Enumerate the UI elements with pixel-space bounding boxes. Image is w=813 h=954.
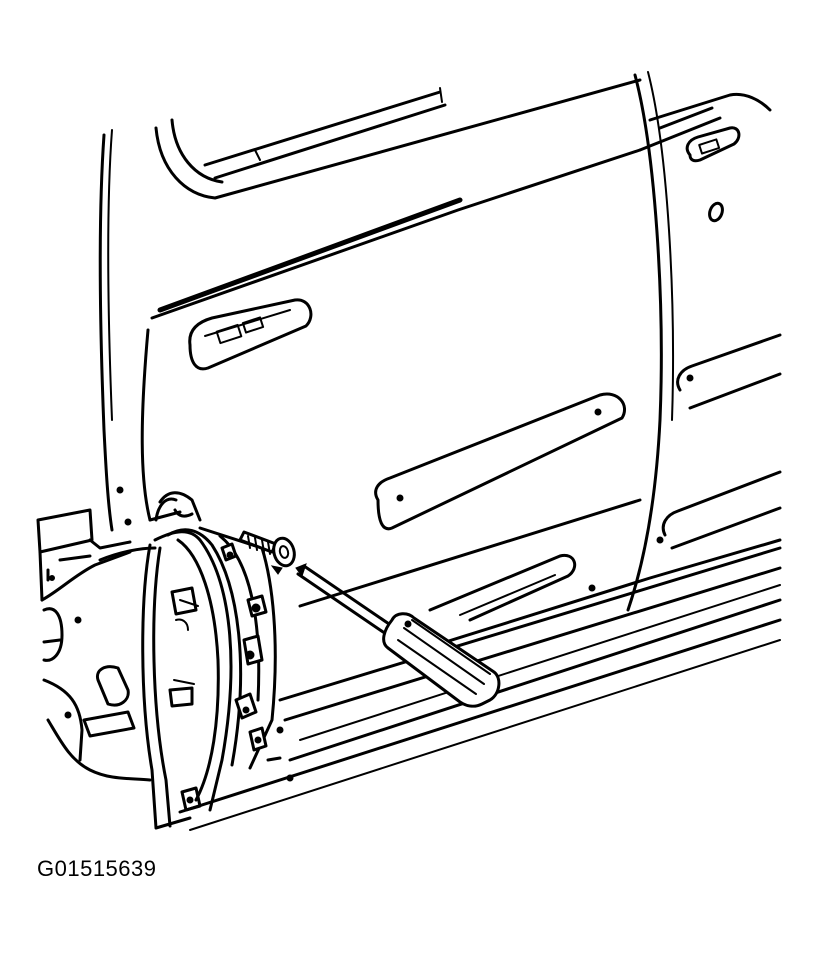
rear-door <box>116 87 626 622</box>
door-handle-cup <box>188 298 313 371</box>
screwdriver-handle <box>382 612 501 708</box>
quarter-panel <box>656 126 782 550</box>
liner-clip-4 <box>234 692 258 720</box>
wheelhouse-liner <box>141 491 294 830</box>
screwdriver <box>295 563 501 708</box>
liner-clip-3 <box>242 634 264 666</box>
figure-code: G01515639 <box>37 856 157 881</box>
door-lock-slot <box>215 323 243 345</box>
push-pin-retainer <box>238 530 296 575</box>
door-molding-upper <box>374 392 626 531</box>
quarter-handle-cup <box>685 126 741 163</box>
vehicle-body-outline <box>98 71 782 831</box>
front-body-structure <box>36 508 157 782</box>
